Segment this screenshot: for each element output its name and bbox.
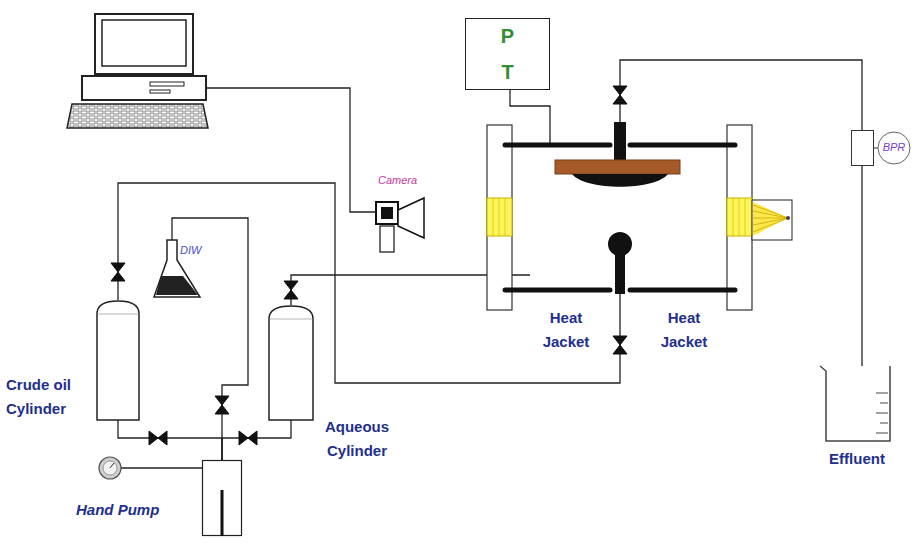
- valve-symbol: [111, 86, 627, 445]
- pipe-line: [118, 60, 862, 468]
- computer: [82, 76, 206, 100]
- pipe-connector: [118, 420, 222, 460]
- pipe-line: [510, 90, 550, 143]
- valve-symbol: [239, 431, 257, 445]
- camera-icon: [380, 226, 394, 252]
- sample-holder: [555, 122, 680, 187]
- cell-wall: [727, 125, 752, 310]
- computer: [150, 90, 170, 93]
- drop-needle: [608, 232, 632, 256]
- pressure-gauge: [99, 457, 121, 479]
- crude-oil-cylinder-outline: [97, 314, 139, 315]
- valve-symbol: [149, 431, 167, 445]
- pipe-line: [121, 467, 202, 468]
- sample-holder: [555, 160, 680, 174]
- aqueous-cylinder-outline: [269, 306, 313, 420]
- drop-needle: [608, 232, 632, 294]
- effluent-beaker-outline: [876, 393, 888, 433]
- computer: [67, 14, 208, 128]
- node-text: BPR: [878, 141, 910, 153]
- pipe-line: [118, 183, 620, 383]
- camera-label: Camera: [378, 174, 417, 186]
- pt-sensor-box: PT: [465, 18, 550, 90]
- effluent-beaker-outline: [818, 365, 896, 443]
- camera-icon: [381, 207, 393, 219]
- crude-oil-cylinder-outline: [97, 301, 139, 420]
- pressure-gauge: [110, 463, 114, 468]
- pipe-connector: [172, 218, 248, 460]
- node-text: T: [501, 60, 513, 84]
- hand-pump: Hand Pump: [202, 460, 242, 536]
- cell-flange-bar: [505, 288, 610, 293]
- light-source: [786, 216, 790, 220]
- light-source: [752, 200, 792, 240]
- aqueous-cylinder: Aqueous Cylinder: [268, 305, 314, 420]
- pt-sensor-box-outline: [466, 19, 550, 90]
- pressure-gauge: [99, 457, 121, 479]
- heat-jacket-label: Heat Jacket: [652, 306, 716, 354]
- diw-flask-outline: [156, 276, 198, 295]
- heat-jacket-label: Heat Jacket: [534, 306, 598, 354]
- back-pressure-regulator-outline: [852, 131, 874, 166]
- hand-pump-outline: [221, 490, 224, 536]
- valve-symbol: [613, 336, 627, 354]
- node-text: DIW: [180, 244, 201, 256]
- sight-window: [487, 198, 752, 236]
- pressure-gauge: [103, 461, 117, 475]
- drop-needle: [615, 254, 625, 294]
- back-pressure-regulator: BPR: [851, 130, 911, 166]
- sample-holder: [572, 174, 668, 187]
- camera-icon: [376, 198, 424, 252]
- pipe-connector: [861, 166, 862, 365]
- sight-window: [493, 198, 745, 236]
- valve-symbol: [215, 396, 229, 414]
- computer: [95, 14, 193, 74]
- node-text: Hand Pump: [76, 498, 159, 522]
- aqueous-cylinder-outline: [268, 305, 314, 420]
- node-text: Aqueous Cylinder: [312, 415, 402, 463]
- hand-pump-outline: [202, 460, 242, 536]
- computer: [102, 20, 186, 66]
- camera-icon: [376, 202, 398, 224]
- pipe-line: [206, 88, 376, 212]
- valve-symbol: [613, 86, 627, 104]
- sight-window: [487, 198, 512, 236]
- computer: [150, 82, 184, 86]
- back-pressure-regulator-outline: [874, 148, 878, 149]
- pipe-line: [620, 60, 862, 130]
- diw-flask: DIW: [152, 240, 202, 300]
- light-source: [753, 202, 788, 236]
- node-text: Crude oil Cylinder: [6, 373, 92, 421]
- node-text: Effluent: [812, 447, 902, 471]
- cell-flange-bar: [505, 143, 610, 148]
- valve-symbol: [111, 263, 125, 281]
- cell-flange-bar: [630, 143, 735, 148]
- valve-symbol: [284, 281, 298, 299]
- computer: [67, 104, 208, 128]
- effluent-beaker: Effluent: [818, 365, 896, 443]
- crude-oil-cylinder: Crude oil Cylinder: [96, 300, 140, 420]
- crude-oil-cylinder-outline: [96, 300, 140, 420]
- cell-wall: [487, 125, 512, 310]
- cell-flange-bar: [630, 288, 735, 293]
- camera-icon: [398, 198, 424, 238]
- back-pressure-regulator-outline: [878, 132, 910, 164]
- sight-window: [727, 198, 752, 236]
- effluent-beaker-outline: [820, 366, 890, 441]
- pipe-connector: [222, 420, 291, 460]
- node-text: P: [501, 24, 514, 48]
- aqueous-cylinder-outline: [269, 319, 313, 320]
- light-source: [753, 205, 788, 232]
- light-source: [752, 200, 792, 240]
- hand-pump-outline: [203, 461, 242, 536]
